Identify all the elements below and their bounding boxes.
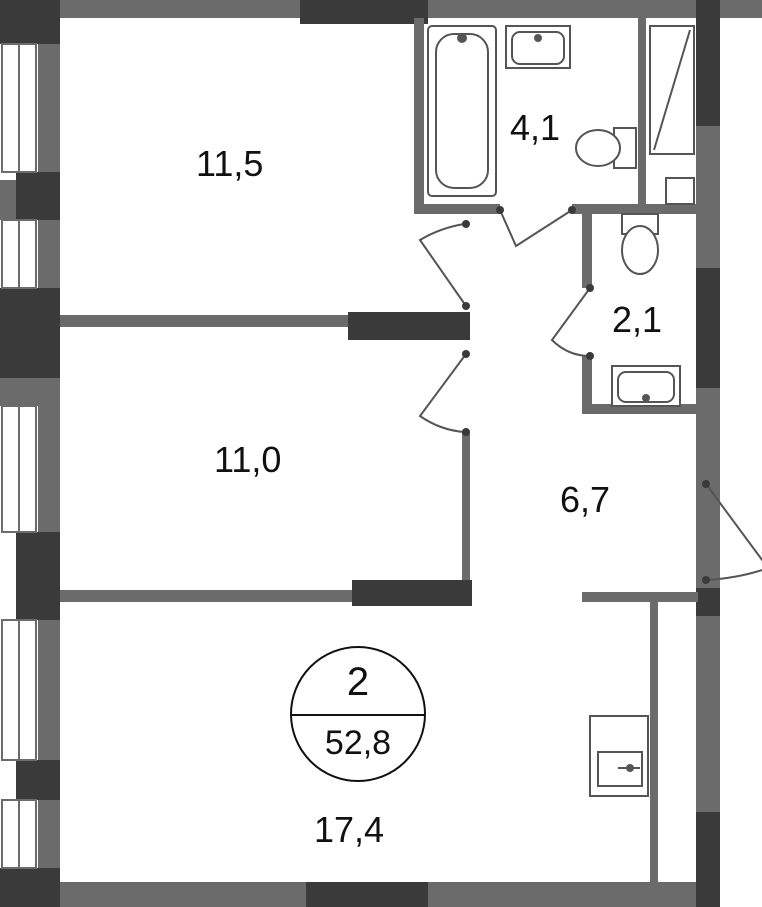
room-area-bedroom: 11,5	[196, 143, 264, 184]
interior-wall-dark	[348, 312, 472, 606]
window-sills	[0, 180, 60, 406]
washer-niche	[649, 25, 695, 205]
windows	[1, 43, 37, 869]
wc-sink	[611, 365, 681, 407]
kitchen-sink	[589, 715, 649, 797]
door-hinges	[462, 206, 710, 584]
structural-columns	[0, 0, 720, 907]
wc-toilet	[621, 213, 659, 275]
bathroom-toilet	[575, 127, 637, 169]
apartment-badge: 2 52,8	[290, 646, 426, 782]
rooms-count: 2	[346, 660, 370, 704]
door-swings	[418, 209, 762, 581]
bathroom-sink	[505, 25, 571, 69]
total-area: 52,8	[324, 724, 392, 762]
badge-divider	[292, 714, 424, 716]
room-area-bathroom: 4,1	[510, 107, 561, 148]
room-area-hall: 6,7	[560, 479, 611, 520]
room-area-bedroom-2: 11,0	[214, 439, 282, 480]
room-area-toilet: 2,1	[612, 299, 663, 340]
interior-walls	[60, 18, 698, 882]
bathtub	[427, 25, 497, 197]
room-area-living-kitchen: 17,4	[314, 809, 385, 850]
